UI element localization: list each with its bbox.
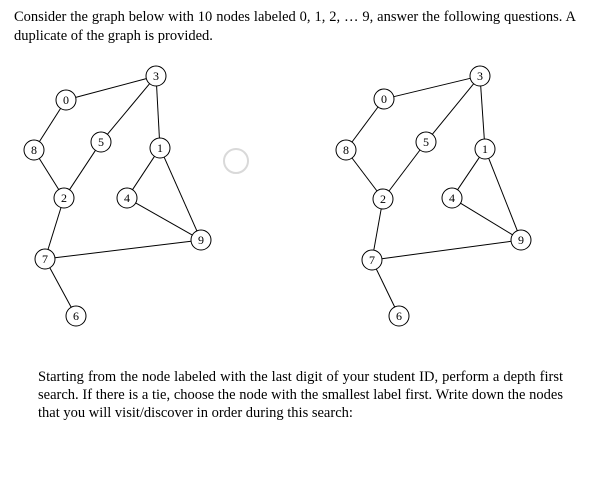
node-circle (388, 305, 410, 327)
node-3: 3 (145, 65, 167, 87)
edge-group (38, 78, 198, 308)
node-2: 2 (372, 188, 394, 210)
node-4: 4 (441, 187, 463, 209)
edge-4-9 (460, 202, 513, 236)
edge-1-4 (132, 156, 155, 190)
node-label: 2 (61, 191, 67, 205)
edge-3-1 (480, 85, 485, 140)
edge-4-9 (135, 202, 193, 236)
node-circle (335, 139, 357, 161)
node-label: 7 (369, 253, 375, 267)
edge-1-9 (488, 158, 518, 231)
node-9: 9 (190, 229, 212, 251)
node-0: 0 (373, 88, 395, 110)
node-label: 2 (380, 192, 386, 206)
node-circle (149, 137, 171, 159)
edge-8-2 (351, 157, 378, 192)
edge-group (351, 77, 518, 308)
node-label: 4 (449, 191, 455, 205)
node-circle (469, 65, 491, 87)
node-label: 8 (31, 143, 37, 157)
node-circle (415, 131, 437, 153)
edge-2-5 (69, 150, 96, 190)
node-label: 1 (482, 142, 488, 156)
node-label: 8 (343, 143, 349, 157)
node-circle (373, 88, 395, 110)
edge-0-8 (351, 106, 379, 143)
node-circle (55, 89, 77, 111)
edge-2-7 (47, 207, 62, 250)
edge-5-3 (431, 83, 475, 135)
radio-button[interactable] (223, 148, 249, 174)
node-circle (116, 187, 138, 209)
node-label: 5 (423, 135, 429, 149)
edge-5-3 (107, 83, 150, 135)
edge-7-9 (381, 240, 512, 260)
node-circle (53, 187, 75, 209)
node-7: 7 (34, 248, 56, 270)
node-6: 6 (65, 305, 87, 327)
node-label: 3 (153, 69, 159, 83)
node-circle (34, 248, 56, 270)
node-label: 9 (198, 233, 204, 247)
edge-0-3 (75, 78, 147, 98)
node-6: 6 (388, 305, 410, 327)
node-label: 3 (477, 69, 483, 83)
edge-1-9 (163, 156, 198, 232)
node-circle (372, 188, 394, 210)
node-label: 6 (396, 309, 402, 323)
node-1: 1 (149, 137, 171, 159)
question-text: Starting from the node labeled with the … (38, 369, 563, 421)
edge-2-5 (388, 149, 421, 192)
edge-7-6 (375, 268, 396, 308)
node-circle (23, 139, 45, 161)
node-circle (361, 249, 383, 271)
edge-0-3 (393, 77, 471, 98)
edge-1-4 (457, 157, 480, 190)
node-9: 9 (510, 229, 532, 251)
node-0: 0 (55, 89, 77, 111)
node-label: 5 (98, 135, 104, 149)
node-circle (145, 65, 167, 87)
node-4: 4 (116, 187, 138, 209)
node-5: 5 (90, 131, 112, 153)
node-3: 3 (469, 65, 491, 87)
node-circle (190, 229, 212, 251)
edge-3-1 (156, 85, 160, 139)
node-circle (65, 305, 87, 327)
node-label: 0 (381, 92, 387, 106)
edge-0-8 (38, 108, 62, 142)
edge-7-6 (49, 267, 72, 308)
node-1: 1 (474, 138, 496, 160)
node-circle (441, 187, 463, 209)
node-label: 9 (518, 233, 524, 247)
node-5: 5 (415, 131, 437, 153)
node-label: 7 (42, 252, 48, 266)
node-circle (90, 131, 112, 153)
node-label: 4 (124, 191, 130, 205)
node-2: 2 (53, 187, 75, 209)
node-label: 6 (73, 309, 79, 323)
node-label: 1 (157, 141, 163, 155)
edge-7-9 (54, 240, 192, 259)
node-label: 0 (63, 93, 69, 107)
edge-8-2 (38, 158, 60, 190)
edge-2-7 (373, 208, 382, 251)
node-circle (474, 138, 496, 160)
node-7: 7 (361, 249, 383, 271)
node-8: 8 (23, 139, 45, 161)
intro-text: Consider the graph below with 10 nodes l… (14, 9, 576, 44)
node-circle (510, 229, 532, 251)
node-8: 8 (335, 139, 357, 161)
